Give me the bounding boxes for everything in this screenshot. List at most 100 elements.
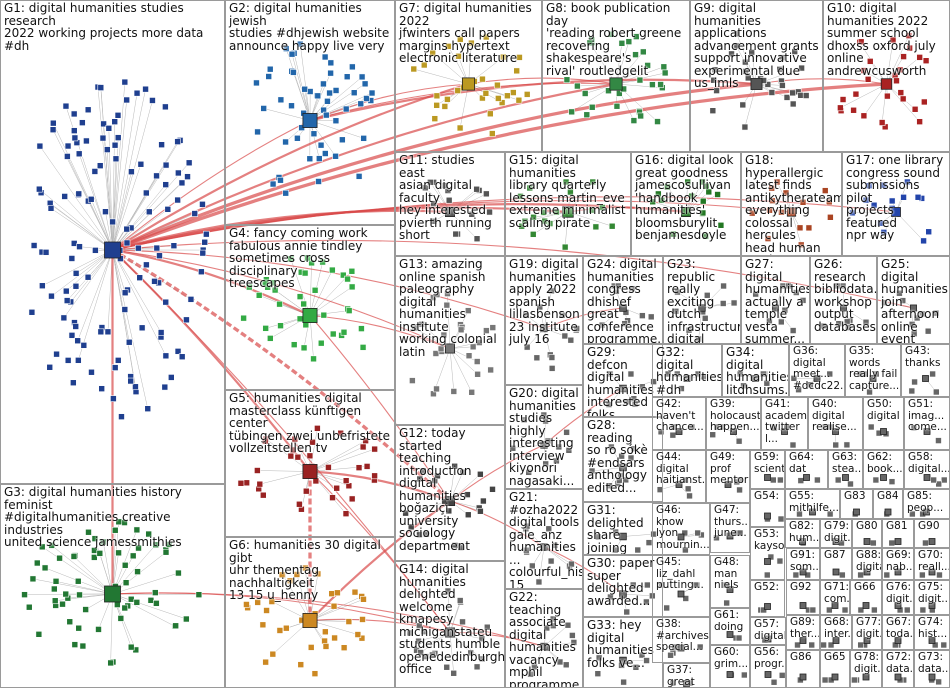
group-g54[interactable]: G54: — [750, 489, 785, 527]
group-g16[interactable]: G16: digital look great goodness jamesco… — [631, 152, 741, 256]
group-g2[interactable]: G2: digital humanities jewish studies #d… — [225, 0, 395, 225]
group-g26[interactable]: G26: research bibliodata... workshop out… — [810, 256, 877, 344]
group-g79[interactable]: G79: digit... — [820, 519, 852, 548]
group-g32[interactable]: G32: digital humanities #dh #digitalhum.… — [652, 344, 722, 397]
group-g43[interactable]: G43: thanks — [901, 344, 950, 397]
group-g14[interactable]: G14: digital humanities delighted welcom… — [395, 561, 505, 688]
group-g48[interactable]: G48: man niels — [710, 555, 750, 608]
group-g58[interactable]: G58: digital... — [904, 450, 950, 489]
group-g35[interactable]: G35: words really fail capture... — [845, 344, 901, 397]
group-g27[interactable]: G27: digital humanities actually a templ… — [741, 256, 810, 344]
group-g10[interactable]: G10: digital humanities 2022 summer scho… — [823, 0, 950, 152]
group-g41[interactable]: G41: academ... twitter l... — [761, 397, 808, 450]
group-g15[interactable]: G15: digital humanities library quarterl… — [505, 152, 631, 256]
group-label: G66 — [854, 582, 879, 594]
group-g20[interactable]: G20: digital humanities studies highly i… — [505, 385, 583, 489]
group-g21[interactable]: G21: #ozha2022 digital tools gale_anz hu… — [505, 489, 583, 589]
group-g40[interactable]: G40: digital realise... — [808, 397, 863, 450]
group-g13[interactable]: G13: amazing online spanish paleography … — [395, 256, 505, 425]
group-g65[interactable]: G65 — [820, 650, 850, 688]
group-g33[interactable]: G33: hey digital humanities folks ve... — [583, 617, 663, 688]
group-g56[interactable]: G56: progr... — [750, 645, 786, 688]
group-g11[interactable]: G11: studies east asian digital faculty … — [395, 152, 505, 256]
group-g5[interactable]: G5: humanities digital masterclass künft… — [225, 390, 395, 537]
group-g88[interactable]: G88: digital — [852, 548, 882, 580]
group-g53[interactable]: G53: kayso... — [750, 527, 785, 580]
group-g30[interactable]: G30: paper super delighted awarded... — [583, 555, 663, 617]
group-label: G40: digital realise... — [812, 399, 860, 434]
group-g49[interactable]: G49: prof mentor — [706, 450, 750, 503]
group-g77[interactable]: G77: digit... — [852, 615, 882, 650]
group-label: G57: digital... — [754, 619, 783, 642]
group-g62[interactable]: G62: book... — [863, 450, 904, 489]
group-g23[interactable]: G23: republic really exciting dutch infr… — [663, 256, 741, 344]
group-g52[interactable]: G52: — [750, 580, 785, 617]
group-g90[interactable]: G90 — [914, 519, 950, 548]
group-label: G22: teaching associate digital humaniti… — [509, 591, 580, 688]
group-g63[interactable]: G63: stea... — [828, 450, 863, 489]
group-g89[interactable]: G89: ther... — [786, 615, 820, 650]
group-g8[interactable]: G8: book publication day 'reading robert… — [542, 0, 690, 152]
group-g68[interactable]: G68: inter... — [820, 615, 852, 650]
group-g29[interactable]: G29: defcon digital humanities intereste… — [583, 344, 663, 417]
group-g37[interactable]: G37: great meeting... — [663, 663, 710, 688]
group-g6[interactable]: G6: humanities 30 digital gibt uhr theme… — [225, 537, 395, 688]
group-g81[interactable]: G81 — [882, 519, 914, 548]
group-g7[interactable]: G7: digital humanities 2022 jfwinters ca… — [395, 0, 542, 152]
group-g87[interactable]: G87 — [820, 548, 852, 580]
group-g73[interactable]: G73: data... — [914, 650, 950, 688]
group-g91[interactable]: G91: som... — [786, 548, 820, 580]
group-g17[interactable]: G17: one library congress sound submissi… — [842, 152, 950, 256]
group-g76[interactable]: G76: digit... — [882, 580, 914, 615]
group-g66[interactable]: G66 — [850, 580, 882, 615]
group-g3[interactable]: G3: digital humanities history feminist … — [0, 484, 225, 688]
group-g60[interactable]: G60: grim... — [710, 645, 750, 688]
group-g55[interactable]: G55: mithilfe... — [785, 489, 840, 519]
group-g28[interactable]: G28: reading so ro sókè #endsars antholo… — [583, 417, 663, 502]
group-g82[interactable]: G82: hum... — [785, 519, 820, 548]
group-g74[interactable]: G74: hist... — [914, 615, 950, 650]
group-g78[interactable]: G78: digit... — [850, 650, 882, 688]
group-label: G92 — [790, 582, 817, 594]
group-label: G42: haven't chance... — [656, 399, 703, 434]
group-g1[interactable]: G1: digital humanities studies research … — [0, 0, 225, 484]
group-g83[interactable]: G83 — [840, 489, 873, 519]
group-g36[interactable]: G36: digital meet... #dcdc22... — [789, 344, 845, 397]
group-g19[interactable]: G19: digital humanities apply 2022 spani… — [505, 256, 583, 385]
group-g4[interactable]: G4: fancy coming work fabulous annie tin… — [225, 225, 395, 390]
group-g50[interactable]: G50: digital — [863, 397, 904, 450]
group-g46[interactable]: G46: know lyon mournin... — [652, 503, 710, 555]
group-g44[interactable]: G44: digital haitianst... — [652, 450, 706, 503]
group-g75[interactable]: G75: digit... — [914, 580, 950, 615]
group-g59[interactable]: G59: scient... — [750, 450, 785, 489]
group-g84[interactable]: G84 — [873, 489, 903, 519]
group-g67[interactable]: G67: toda... — [882, 615, 914, 650]
group-g24[interactable]: G24: digital humanities congress dhishef… — [583, 256, 663, 344]
group-g70[interactable]: G70: reall... — [914, 548, 950, 580]
group-label: G79: digit... — [824, 521, 849, 544]
group-g38[interactable]: G38: #archives special... — [652, 617, 710, 663]
group-g64[interactable]: G64: dat — [785, 450, 828, 489]
group-g85[interactable]: G85: peop... — [903, 489, 950, 519]
group-g39[interactable]: G39: holocaust happen... — [706, 397, 761, 450]
group-g34[interactable]: G34: digital humanities litdhsums... tha… — [722, 344, 789, 397]
group-g72[interactable]: G72: data... — [882, 650, 914, 688]
group-g47[interactable]: G47: thurs... june... — [710, 503, 750, 553]
group-g45[interactable]: G45: liz_dahl putting... — [652, 555, 710, 617]
group-g92[interactable]: G92 — [786, 580, 820, 615]
group-g86[interactable]: G86 — [786, 650, 820, 688]
group-g71[interactable]: G71: com... — [820, 580, 850, 615]
group-g51[interactable]: G51: imag... come... — [904, 397, 950, 450]
group-g12[interactable]: G12: today started teaching introduction… — [395, 425, 505, 561]
group-g22[interactable]: G22: teaching associate digital humaniti… — [505, 589, 583, 688]
group-label: G50: digital — [867, 399, 901, 422]
group-g9[interactable]: G9: digital humanities applications adva… — [690, 0, 823, 152]
group-g31[interactable]: G31: delighted share joining knoxcolleg.… — [583, 502, 663, 555]
group-g25[interactable]: G25: digital humanities join afternoon o… — [877, 256, 950, 344]
group-g69[interactable]: G69: nab... — [882, 548, 914, 580]
group-g42[interactable]: G42: haven't chance... — [652, 397, 706, 450]
group-g80[interactable]: G80 — [852, 519, 882, 548]
group-g18[interactable]: G18: hyperallergic latest finds antikyth… — [741, 152, 842, 256]
group-g61[interactable]: G61: doing — [710, 608, 750, 645]
group-g57[interactable]: G57: digital... — [750, 617, 786, 645]
